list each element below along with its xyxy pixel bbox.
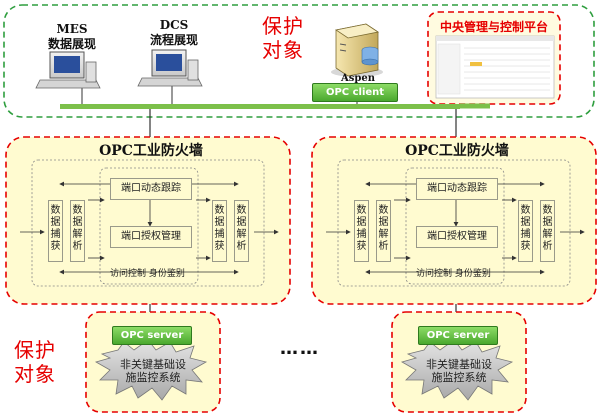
aspen-label: Aspen: [340, 73, 375, 84]
firewall-left-parse: 数据解析: [70, 200, 85, 262]
mes-computer-icon: [35, 51, 101, 89]
firewall-right-border: [311, 136, 597, 305]
opc-client-button[interactable]: OPC client: [312, 83, 398, 102]
firewall-right-title: OPC工业防火墙: [405, 143, 509, 159]
firewall-right-capture2: 数据捕获: [518, 200, 533, 262]
firewall-right-port-trace: 端口动态跟踪: [416, 178, 498, 200]
top-protect-label: 保护对象: [262, 14, 304, 62]
firewall-left-parse2: 数据解析: [234, 200, 249, 262]
platform-title: 中央管理与控制平台: [439, 20, 548, 34]
firewall-right-port-auth: 端口授权管理: [416, 226, 498, 248]
firewall-left-capture: 数据捕获: [48, 200, 63, 262]
firewall-right-parse: 数据解析: [376, 200, 391, 262]
ellipsis: ……: [280, 338, 320, 359]
opc-server-left-button[interactable]: OPC server: [112, 326, 192, 345]
firewall-right-capture: 数据捕获: [354, 200, 369, 262]
firewall-left-border: [5, 136, 291, 305]
bottom-protect-label: 保护对象: [14, 338, 56, 386]
firewall-left-access: 访问控制 身份鉴别: [110, 269, 185, 279]
firewall-left-title: OPC工业防火墙: [99, 143, 203, 159]
top-zone-border: [3, 4, 595, 118]
firewall-left-port-auth: 端口授权管理: [110, 226, 192, 248]
firewall-left-capture2: 数据捕获: [212, 200, 227, 262]
firewall-left-port-trace: 端口动态跟踪: [110, 178, 192, 200]
system-left-label: 非关键基础设施监控系统: [120, 358, 186, 384]
opc-server-right-button[interactable]: OPC server: [418, 326, 498, 345]
system-right-label: 非关键基础设施监控系统: [426, 358, 492, 384]
dcs-computer-icon: [137, 49, 203, 87]
network-bus: [60, 104, 460, 109]
firewall-right-access: 访问控制 身份鉴别: [416, 269, 491, 279]
firewall-right-parse2: 数据解析: [540, 200, 555, 262]
platform-screenshot-icon: [435, 35, 555, 99]
aspen-server-icon: [331, 23, 383, 77]
